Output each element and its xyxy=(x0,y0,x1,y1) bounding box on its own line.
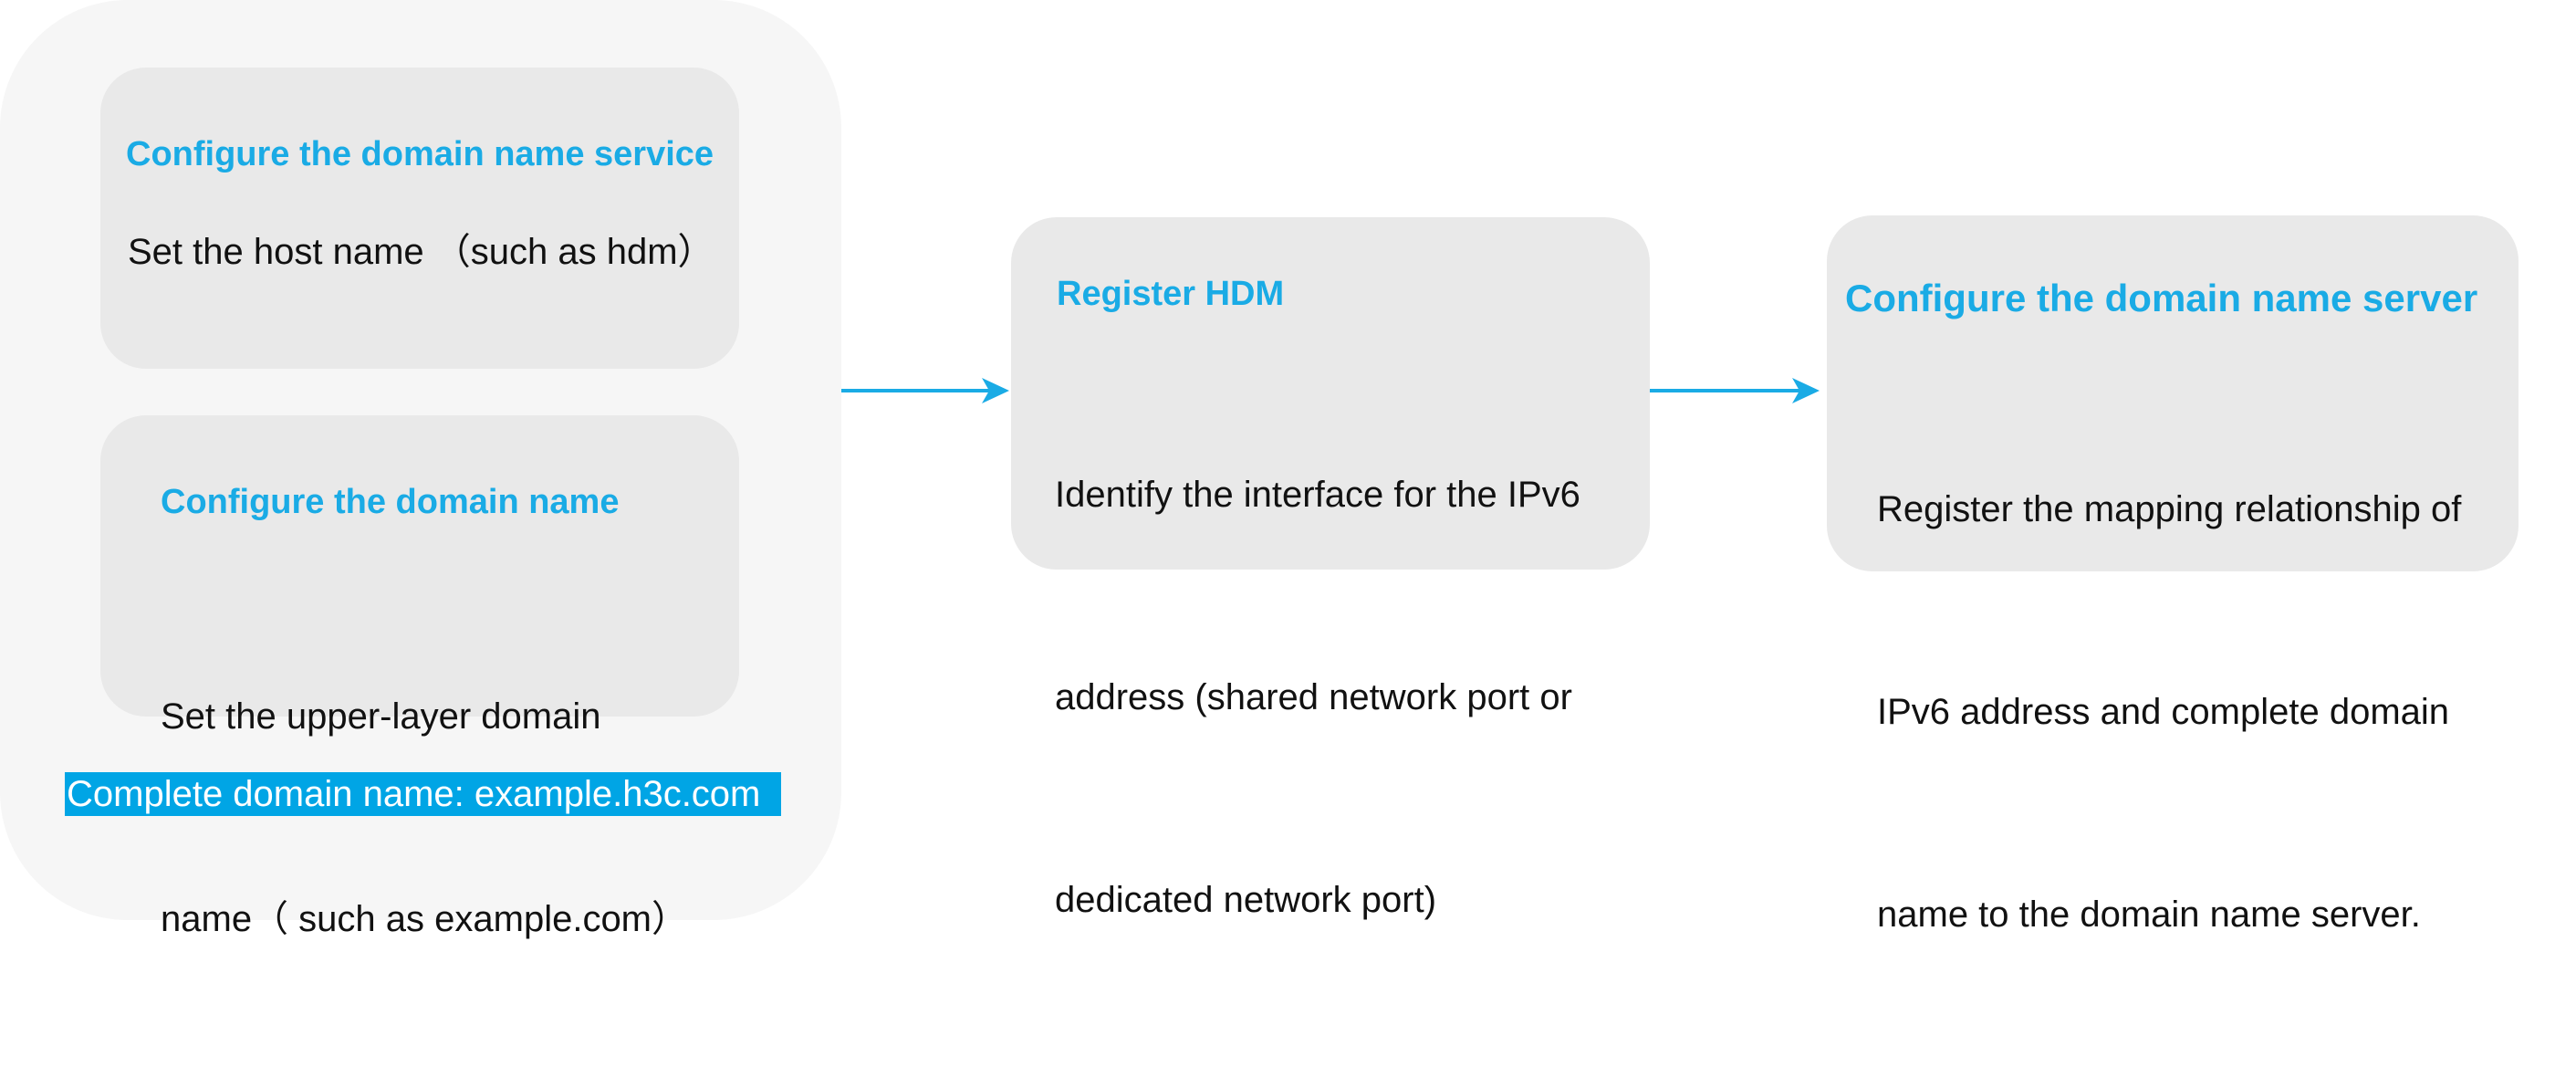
arrow-to-register-hdm xyxy=(841,378,1009,403)
dns-server-title: Configure the domain name server xyxy=(1845,277,2478,319)
dns-server-body: Register the mapping relationship of IPv… xyxy=(1877,340,2461,1083)
register-hdm-body: Identify the interface for the IPv6 addr… xyxy=(1055,326,1580,1069)
domain-name-box: Configure the domain name Set the upper-… xyxy=(100,415,739,939)
register-hdm-body-line: address (shared network port or xyxy=(1055,677,1572,717)
dns-server-box: Configure the domain name server Registe… xyxy=(1827,215,2519,935)
domain-service-body: Set the host name （such as hdm） xyxy=(128,232,714,272)
register-hdm-body-line: dedicated network port) xyxy=(1055,880,1437,920)
register-hdm-box: Register HDM Identify the interface for … xyxy=(1011,217,1650,920)
register-hdm-body-line: Identify the interface for the IPv6 xyxy=(1055,475,1580,515)
flow-arrows xyxy=(841,378,1820,403)
domain-name-body-line: Set the upper-layer domain xyxy=(161,696,601,737)
complete-domain-label: Complete domain name: example.h3c.com xyxy=(65,772,781,816)
arrow-to-dns-server xyxy=(1650,378,1820,403)
dns-server-body-line: IPv6 address and complete domain xyxy=(1877,692,2450,732)
register-hdm-title: Register HDM xyxy=(1057,275,1285,313)
dns-server-body-line: Register the mapping relationship of xyxy=(1877,489,2462,529)
domain-service-title: Configure the domain name service xyxy=(126,135,714,173)
domain-service-box: Configure the domain name service Set th… xyxy=(100,68,739,369)
domain-name-title: Configure the domain name xyxy=(161,483,620,521)
